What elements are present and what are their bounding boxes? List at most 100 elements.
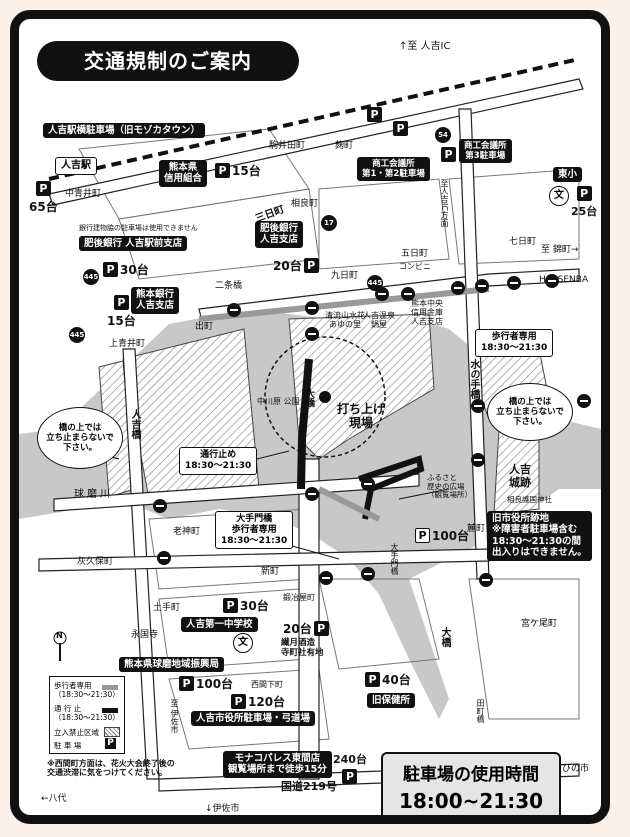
legend-closed: 通 行 止 <box>54 704 82 713</box>
route-marker-445-c: 445 <box>69 327 85 343</box>
launch-point <box>319 391 331 403</box>
parking-old-cityhall-label: 旧市役所跡地 ※障害者駐車場含む 18:30～21:30の間 出入りはできません… <box>487 511 592 561</box>
place-rooi: 老神町 <box>173 527 201 537</box>
parking-monaco[interactable]: 240台 P <box>333 751 367 784</box>
parking-higin-label: 肥後銀行 人吉支店 <box>255 221 304 248</box>
place-kuma-river: 球磨川 <box>74 489 113 500</box>
no-entry-marker <box>475 279 489 293</box>
parking-icon: P <box>231 694 246 709</box>
legend-closed-swatch <box>102 708 118 713</box>
place-konbini: コンビニ <box>399 262 431 271</box>
legend: 歩行者専用 （18:30～21:30） 通 行 止 （18:30～21:30） … <box>49 676 125 754</box>
school-icon: 文 <box>233 633 253 653</box>
parking-higin[interactable]: 20台 P <box>273 257 319 274</box>
no-entry-marker <box>361 477 375 491</box>
place-castle: 人吉 城跡 <box>509 463 531 489</box>
parking-shoko-1[interactable]: P <box>367 107 382 122</box>
parking-higin-ekimae[interactable]: P 30台 <box>103 261 149 278</box>
north-arrow-icon <box>53 631 67 661</box>
note-bridge-left: 橋の上では 立ち止まらないで 下さい。 <box>37 407 123 469</box>
place-oji: 相良町 <box>291 199 319 209</box>
parking-count: 65台 <box>29 200 58 214</box>
place-kami-aoi: 上青井町 <box>109 339 146 349</box>
closed-road-east <box>358 455 425 520</box>
note-otemon-bridge: 大手門橋 歩行者専用 18:30～21:30 <box>215 511 294 550</box>
compass-label: N <box>56 631 63 640</box>
parking-icon: P <box>367 107 382 122</box>
parking-shoko-12-label: 商工会議所 第1・第2駐車場 <box>357 157 430 182</box>
place-station: 人吉駅 <box>55 157 97 175</box>
parking-count: 20台 <box>283 622 312 636</box>
parking-count: 120台 <box>248 695 286 709</box>
parking-icon: P <box>576 186 592 201</box>
no-entry-marker <box>375 287 389 301</box>
note-bank: 銀行建物脇の駐車場は使用できません <box>79 224 198 232</box>
parking-station-label: 人吉駅横駐車場（旧モゾカタウン） <box>43 123 206 139</box>
parking-kumagin[interactable]: P 15台 <box>107 295 136 329</box>
place-tanohata: 田町橋 <box>476 699 485 723</box>
parking-icon: P <box>441 147 456 162</box>
place-kouji: 麹町 <box>335 141 354 151</box>
parking-shoko-2[interactable]: P <box>393 121 408 136</box>
label-furusato-plaza: ふるさと 歴史の広場 （観覧場所） <box>427 473 472 500</box>
parking-monaco-label: モナコパレス東間店 観覧場所まで徒歩15分 <box>223 751 332 778</box>
parking-higashi-label: 東小 <box>553 167 583 183</box>
no-entry-marker <box>305 301 319 315</box>
parking-higashi[interactable]: P 25台 <box>571 186 597 219</box>
parking-icon: P <box>313 621 329 636</box>
no-entry-marker <box>401 287 415 301</box>
parking-kumashin[interactable]: P 15台 <box>215 162 261 179</box>
place-kumamoto-chuo: 熊本中央 信用金庫 人吉支店 <box>411 299 443 327</box>
parking-hokenjo[interactable]: P 40台 <box>365 671 411 688</box>
parking-icon: P <box>179 676 194 691</box>
parking-sengetsu[interactable]: 20台 P <box>283 620 329 637</box>
parking-count: 25台 <box>571 205 598 218</box>
place-hitoyoshi-onsen: 人吉温泉 鍋屋 <box>363 311 395 330</box>
parking-hours-time: 18:00~21:30 <box>398 789 544 813</box>
parking-shoko-3[interactable]: P <box>441 147 456 162</box>
place-mizunote: 水の手橋 <box>468 359 479 399</box>
no-entry-marker <box>361 567 375 581</box>
road-label-route219: 国道219号 <box>281 780 337 793</box>
parking-count: 100台 <box>432 529 470 543</box>
no-entry-marker <box>305 487 319 501</box>
parking-icon: P <box>393 121 408 136</box>
parking-shoko-3-label: 商工会議所 第3駐車場 <box>459 139 512 164</box>
parking-station[interactable]: P 65台 <box>29 181 58 215</box>
parking-ichichu[interactable]: P 30台 <box>223 597 269 614</box>
no-entry-marker <box>471 453 485 467</box>
place-kaji: 鍛冶屋町 <box>283 593 315 602</box>
page-title: 交通規制のご案内 <box>37 41 299 81</box>
parking-icon: P <box>103 262 118 277</box>
no-entry-marker <box>319 571 333 585</box>
note-road-closure: 通行止め 18:30～21:30 <box>179 447 258 475</box>
launch-zone-circle <box>264 336 386 458</box>
parking-kumagin-label: 熊本銀行 人吉支店 <box>131 287 180 314</box>
place-naka-aoimachi: 中青井町 <box>65 189 102 199</box>
parking-old-cityhall[interactable]: P 100台 <box>415 527 469 544</box>
place-hitoyoshi-bridge: 人吉橋 <box>129 409 140 439</box>
parking-cityhall[interactable]: P 120台 <box>231 693 285 710</box>
no-entry-marker <box>451 281 465 295</box>
place-nanoka: 七日町 <box>509 237 537 247</box>
place-sakai: 灰久保町 <box>77 557 114 567</box>
parking-count: 240台 <box>333 753 367 766</box>
parking-icon: P <box>415 528 430 543</box>
parking-icon: P <box>365 672 380 687</box>
parking-hokenjo-label: 旧保健所 <box>367 693 416 709</box>
parking-icon: P <box>105 738 116 749</box>
parking-shinkokyoku[interactable]: P 100台 <box>179 675 233 692</box>
parking-count: 30台 <box>240 599 269 613</box>
closed-road-ohashi <box>297 358 313 490</box>
no-entry-marker <box>479 573 493 587</box>
parking-icon: P <box>215 163 230 178</box>
place-nishima: 西間下町 <box>251 680 283 689</box>
no-entry-marker <box>305 327 319 341</box>
legend-noentry: 立入禁止区域 <box>54 728 99 737</box>
direction-kumamoto-ic: 至人吉IC方面 <box>440 179 449 227</box>
parking-shinkokyoku-label: 熊本県球磨地域振興局 <box>119 657 225 673</box>
no-entry-marker <box>153 499 167 513</box>
place-seiryu: 清流山水花 あゆの里 <box>325 311 365 330</box>
parking-icon: P <box>35 181 51 196</box>
note-nishima-traffic: ※西間町方面は、花火大会終了後の 交通渋滞に気をつけてください。 <box>47 759 175 778</box>
